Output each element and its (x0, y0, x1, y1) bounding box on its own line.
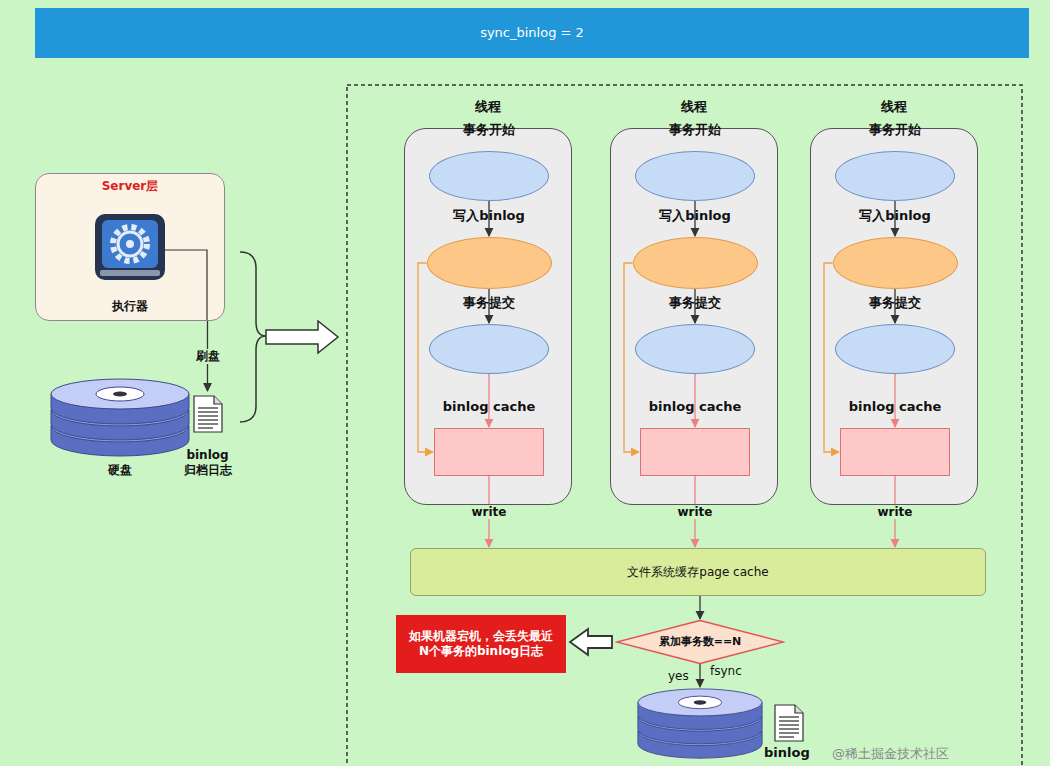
edge-label: yes (665, 669, 692, 683)
node-text: Server层 (102, 179, 159, 194)
disk-icon (51, 379, 189, 456)
file: binlog 归档日志 (175, 392, 240, 478)
edge-label: write (469, 505, 510, 519)
page-cache-band: 文件系统缓存page cache (410, 548, 986, 596)
disk-icon (638, 689, 762, 758)
node-text: binlog cache (841, 399, 949, 415)
flush-wire (165, 250, 207, 321)
start-ellipse: 事务开始 (429, 151, 549, 201)
write-ellipse: 写入binlog (833, 237, 958, 289)
connectors (208, 201, 896, 687)
node-text: binlog cache (641, 399, 749, 415)
edge-note: fsync (710, 664, 742, 678)
write-ellipse: 写入binlog (633, 237, 758, 289)
node-text: 事务开始 (836, 122, 954, 138)
node-text: 线程 (811, 99, 977, 115)
disk: binlog (630, 688, 770, 760)
node-text: 事务提交 (636, 295, 754, 311)
node-text: 文件系统缓存page cache (627, 565, 768, 580)
hollow-arrow (570, 629, 612, 655)
cache-box: binlog cache (840, 428, 950, 476)
cache-box: binlog cache (640, 428, 750, 476)
node-subtext: 执行器 (112, 299, 148, 314)
cache-box: binlog cache (434, 428, 544, 476)
file-icon (775, 705, 803, 741)
connector (624, 263, 639, 452)
start-ellipse: 事务开始 (635, 151, 755, 201)
banner-band: sync_binlog = 2 (35, 8, 1029, 58)
commit-ellipse: 事务提交 (635, 324, 755, 374)
decision-diamond: 累加事务数==N (615, 620, 785, 664)
warning-box: 如果机器宕机，会丢失最近N个事务的binlog日志 (396, 615, 566, 673)
thread-panel (810, 128, 978, 505)
edge-label: 刷盘 (193, 349, 223, 363)
connector (699, 664, 700, 687)
node-text: 写入binlog (634, 208, 757, 224)
watermark: @稀土掘金技术社区 (832, 745, 949, 763)
start-ellipse: 事务开始 (835, 151, 955, 201)
node-text: 事务开始 (636, 122, 754, 138)
node-text: 线程 (405, 99, 571, 115)
thread-panel (404, 128, 572, 505)
node-text: 事务提交 (836, 295, 954, 311)
node-text: binlog 归档日志 (179, 448, 237, 478)
executor-icon (95, 214, 165, 280)
node-text: sync_binlog = 2 (480, 25, 584, 41)
node-text: 写入binlog (834, 208, 957, 224)
dashed-region (347, 85, 1022, 766)
server-panel (35, 173, 225, 321)
commit-ellipse: 事务提交 (429, 324, 549, 374)
edge-label: write (675, 505, 716, 519)
connector (418, 263, 433, 452)
node-text: 线程 (611, 99, 777, 115)
file-icon (194, 396, 222, 432)
write-ellipse: 写入binlog (427, 237, 552, 289)
thread-box: 线程事务开始写入binlog事务提交binlog cache (810, 128, 978, 505)
connector (824, 263, 839, 452)
node-text: 累加事务数==N (659, 635, 742, 649)
node-text: 写入binlog (428, 208, 551, 224)
thread-box: 线程事务开始写入binlog事务提交binlog cache (404, 128, 572, 505)
commit-ellipse: 事务提交 (835, 324, 955, 374)
node-text: binlog cache (435, 399, 543, 415)
node-text: 事务开始 (430, 122, 548, 138)
node-text: 事务提交 (430, 295, 548, 311)
disk: 硬盘 (50, 378, 190, 478)
thread-box: 线程事务开始写入binlog事务提交binlog cache (610, 128, 778, 505)
node-text: binlog (764, 745, 810, 761)
hollow-arrow (266, 321, 338, 353)
server-box: Server层执行器 (35, 173, 225, 321)
brace (240, 252, 266, 422)
node-text: 硬盘 (108, 463, 132, 478)
node-text: 如果机器宕机，会丢失最近N个事务的binlog日志 (404, 629, 558, 659)
connector (699, 596, 700, 619)
edge-label: write (875, 505, 916, 519)
thread-panel (610, 128, 778, 505)
